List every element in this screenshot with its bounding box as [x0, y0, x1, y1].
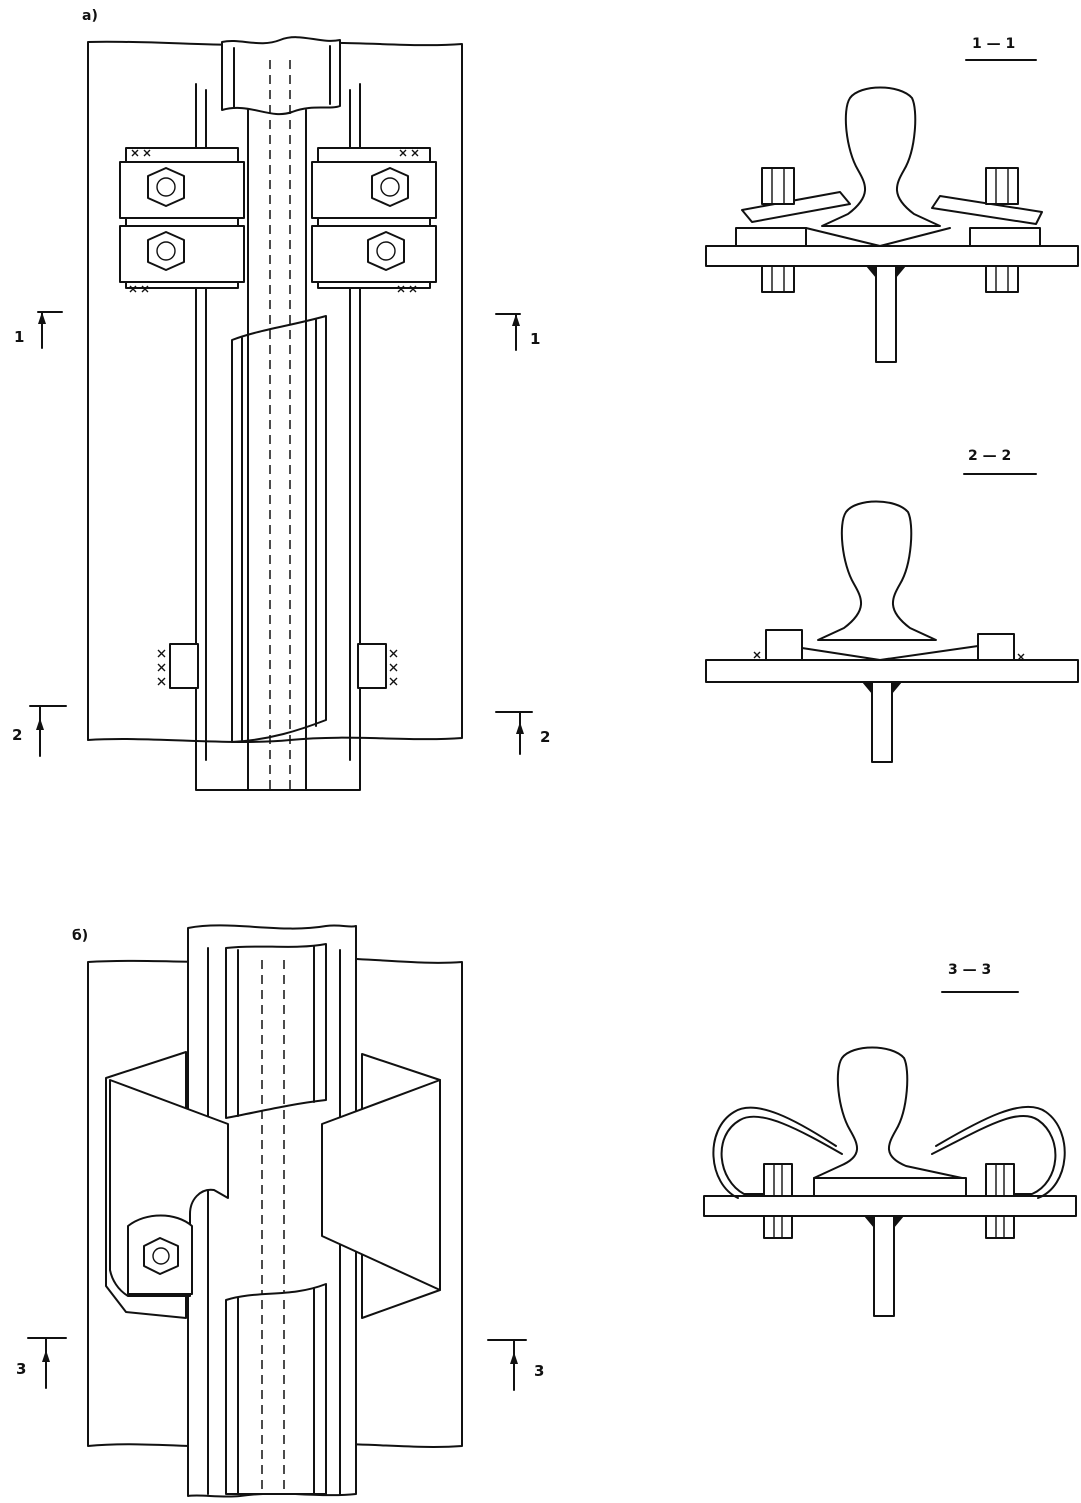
rail-head-lines-a: [233, 45, 331, 109]
spring-clip-left-3: [720, 1115, 843, 1195]
clamp-upper-left: [119, 147, 245, 289]
bolt-left-3: [763, 1163, 793, 1239]
weld-marks-2: [753, 651, 1025, 661]
bolt-hex-icon: [371, 167, 409, 207]
part-b-label: б): [72, 928, 88, 944]
base-plate-3: [703, 1195, 1077, 1217]
rail-lower-lines-a: [241, 319, 317, 741]
support-web-2: [871, 681, 893, 763]
side-block-left-2: [765, 629, 803, 661]
weld-fillet-icon: [862, 682, 902, 694]
svg-text:3: 3: [16, 1360, 26, 1378]
svg-text:3: 3: [534, 1362, 544, 1380]
svg-text:1: 1: [14, 328, 24, 346]
bolt-right-3: [985, 1163, 1015, 1239]
bolt-right-1: [985, 167, 1019, 293]
clamp-upper-right: [311, 147, 437, 289]
section-2-title: 2 — 2: [968, 448, 1011, 464]
side-blocks-a: [157, 643, 398, 689]
bolt-hex-icon: [143, 1237, 179, 1275]
section-3-title: 3 — 3: [948, 962, 991, 978]
support-web-3: [873, 1215, 895, 1317]
bolt-nut-icon: [985, 1163, 1015, 1197]
rail-head-upper-b: [225, 943, 327, 1119]
spring-clip-left-b: [105, 1051, 229, 1319]
support-beam-a: [87, 40, 463, 743]
rail-pad-3: [813, 1177, 967, 1197]
arrow-up-icon: [510, 1352, 518, 1364]
arrow-up-icon: [38, 312, 46, 324]
rail-lower-piece-a: [231, 315, 327, 743]
clamp-bar-right-1: [931, 195, 1043, 225]
bolt-hex-icon: [147, 231, 185, 271]
rail-web-hidden-a: [269, 60, 291, 790]
rail-head-lower-b: [225, 1283, 327, 1495]
section-mark-2-right: 2: [495, 711, 550, 755]
section-mark-3-right: 3: [487, 1339, 544, 1391]
rail-base-outline-a: [195, 83, 361, 791]
rail-head-break-a: [221, 36, 341, 116]
section-mark-1-right: 1: [495, 313, 540, 351]
pad-wedge-1: [805, 227, 951, 247]
section-mark-1-left: 1: [14, 311, 63, 349]
plan-view-a: а): [12, 8, 550, 791]
pad-wedge-2: [801, 645, 979, 661]
weld-fillet-icon: [866, 266, 906, 278]
section-view-2-2: 2 — 2: [705, 448, 1079, 763]
rail-profile-1: [821, 86, 941, 227]
base-plate-1: [705, 245, 1079, 267]
spring-clip-right-b: [321, 1053, 441, 1319]
part-a-label: а): [82, 8, 98, 24]
svg-text:2: 2: [540, 728, 550, 746]
arrow-up-icon: [42, 1350, 50, 1362]
bolt-left-1: [761, 167, 795, 293]
rail-head-lower-lines-b: [237, 1287, 315, 1495]
section-view-3-3: 3 — 3: [703, 962, 1077, 1317]
plan-view-b: б) 3: [16, 924, 544, 1498]
arrow-up-icon: [512, 314, 520, 326]
bolt-nut-icon: [763, 1163, 793, 1197]
rail-profile-2: [817, 500, 937, 641]
rail-head-upper-lines-b: [237, 945, 315, 1117]
rail-profile-3: [813, 1046, 963, 1179]
clamp-bar-left-1: [741, 191, 851, 223]
svg-text:2: 2: [12, 726, 22, 744]
side-block-right-2: [977, 633, 1015, 661]
bolt-hex-icon: [367, 231, 405, 271]
rail-web-a: [247, 109, 307, 791]
weld-fillet-icon: [864, 1216, 904, 1228]
svg-text:1: 1: [530, 330, 540, 348]
arrow-up-icon: [516, 722, 524, 734]
section-mark-3-left: 3: [16, 1337, 67, 1389]
section-mark-2-left: 2: [12, 705, 67, 757]
bolt-nut-icon: [985, 167, 1019, 205]
spring-clip-right-3: [931, 1114, 1057, 1195]
base-plate-2: [705, 659, 1079, 683]
section-1-title: 1 — 1: [972, 36, 1015, 52]
bolt-hex-icon: [147, 167, 185, 207]
section-view-1-1: 1 — 1: [705, 36, 1079, 363]
arrow-up-icon: [36, 718, 44, 730]
bolt-nut-icon: [761, 167, 795, 205]
weld-marks-a-top: [129, 149, 419, 293]
support-web-1: [875, 265, 897, 363]
